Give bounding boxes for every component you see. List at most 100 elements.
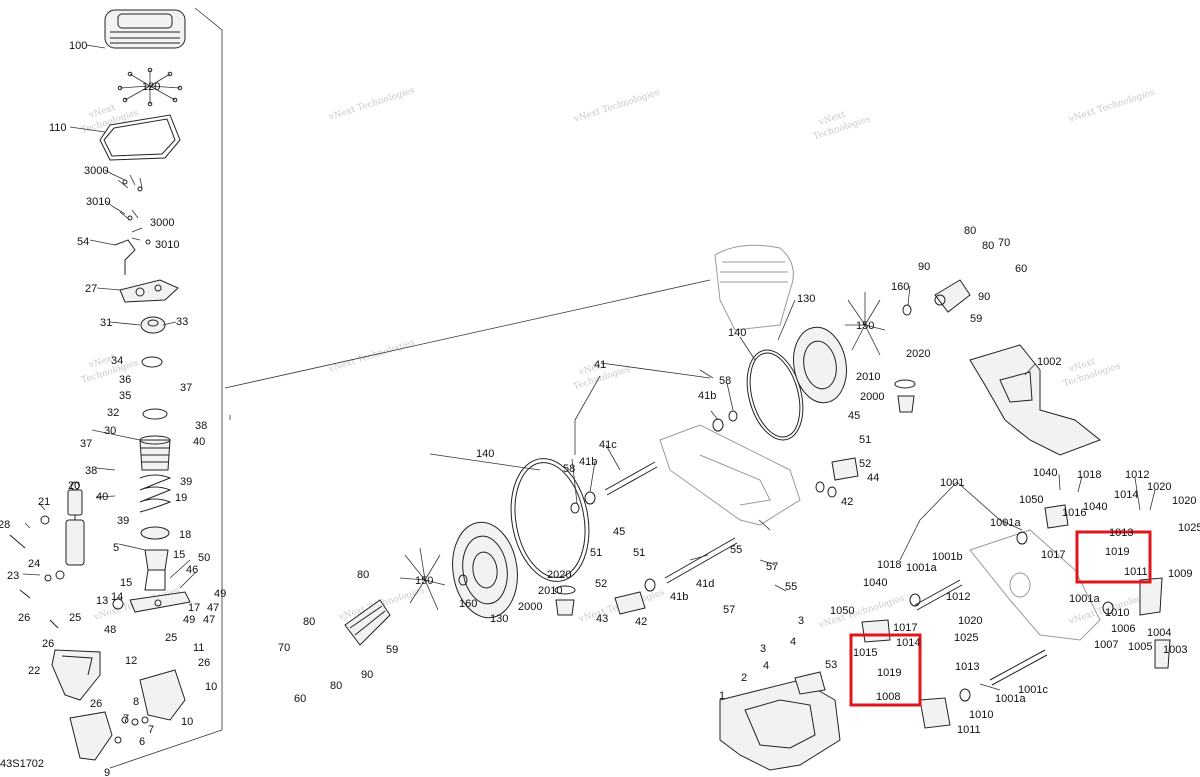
part-seal-2010a	[554, 585, 576, 616]
callout: 1005	[1128, 641, 1152, 653]
callout: 10	[205, 681, 217, 693]
callout: 21	[38, 496, 50, 508]
callout: 90	[361, 669, 373, 681]
callout: 57	[766, 561, 778, 573]
callout: 5	[113, 542, 119, 554]
part-gasket	[99, 114, 181, 161]
callout: 1013	[955, 661, 979, 673]
callout: 13	[96, 595, 108, 607]
callout: 1002	[1037, 356, 1061, 368]
part-seal-2010b	[894, 379, 916, 413]
callout: 1025	[954, 632, 978, 644]
part-small-fasteners	[9, 515, 65, 629]
callout: 2000	[860, 391, 884, 403]
part-cover-130b	[793, 326, 847, 404]
callout: 1003	[1163, 644, 1187, 656]
callout: 58	[563, 463, 575, 475]
part-spring-cup	[139, 435, 171, 471]
callout: 1025	[1178, 522, 1200, 534]
part-spring-bracket	[114, 239, 136, 275]
watermark: vNext Technologies	[80, 103, 140, 136]
part-coil-spring	[139, 474, 172, 513]
part-cover-130a	[452, 521, 518, 619]
callout: 1009	[1168, 568, 1192, 580]
callout: 1050	[1019, 494, 1043, 506]
group-boundary-lines	[109, 7, 711, 769]
part-bolts-set	[111, 173, 151, 245]
callout: 110	[49, 122, 67, 134]
callout: 38	[85, 465, 97, 477]
callout: 49	[214, 588, 226, 600]
callout: 1014	[896, 637, 920, 649]
part-shaft-1001b	[914, 579, 963, 611]
part-spring-seat	[140, 526, 170, 540]
callout: 1012	[946, 591, 970, 603]
callout: 1040	[863, 577, 887, 589]
callout: 23	[7, 570, 19, 582]
watermark: vNext Technologies	[1062, 357, 1122, 389]
part-air-cover	[104, 9, 186, 49]
callout: 1007	[1094, 639, 1118, 651]
callout: 52	[595, 578, 607, 590]
callout: 22	[28, 665, 40, 677]
callout: 34	[111, 355, 123, 367]
callout: 4	[790, 636, 796, 648]
callout: 33	[176, 316, 188, 328]
part-frame-1002	[969, 344, 1101, 456]
svg-text:vNext Technologies: vNext Technologies	[327, 338, 416, 376]
callout: 59	[970, 313, 982, 325]
svg-text:vNext Technologies: vNext Technologies	[572, 88, 661, 126]
callout: 24	[28, 558, 40, 570]
callout: 37	[80, 438, 92, 450]
highlight-box-right	[1075, 530, 1152, 584]
callout: 1040	[1083, 501, 1107, 513]
callout: 1014	[1114, 489, 1138, 501]
callout: 46	[186, 564, 198, 576]
callout: 160	[459, 598, 477, 610]
callout: 30	[104, 425, 116, 437]
callout: 1018	[877, 559, 901, 571]
part-lower-bracket	[69, 711, 113, 761]
callout: 1017	[893, 622, 917, 634]
callout: 10	[181, 716, 193, 728]
callout: 41b	[670, 591, 688, 603]
callout: 80	[303, 616, 315, 628]
callout: 53	[825, 659, 837, 671]
callout: 80	[330, 680, 342, 692]
highlight-box-lower	[849, 633, 922, 707]
callout: 59	[386, 644, 398, 656]
callout: 15	[120, 577, 132, 589]
callout: 26	[90, 698, 102, 710]
callout: 140	[476, 448, 494, 460]
part-drive-unit-59b	[934, 279, 971, 313]
callout: 1040	[1033, 467, 1057, 479]
callout: 1016	[1062, 507, 1086, 519]
callout: 1011	[957, 724, 981, 736]
callout: 26	[18, 612, 30, 624]
part-lower-housing	[51, 649, 101, 701]
svg-text:vNext Technologies: vNext Technologies	[1067, 88, 1156, 126]
callout: 1011	[1124, 566, 1148, 578]
callout: 1019	[877, 667, 901, 679]
callout: 41b	[698, 390, 716, 402]
callout: 2010	[538, 585, 562, 597]
callout: 15	[173, 549, 185, 561]
callout: 19	[175, 492, 187, 504]
callout: 1001a	[990, 517, 1021, 529]
callout: 41	[594, 359, 606, 371]
callout: 11	[193, 642, 204, 654]
part-shaft-1001c	[989, 649, 1048, 686]
part-screws-radial	[117, 67, 183, 107]
callout: 39	[180, 476, 192, 488]
callout: 28	[0, 519, 10, 531]
callout: 1001c	[1018, 684, 1048, 696]
callout: 3	[760, 643, 766, 655]
watermark: vNext Technologies	[327, 338, 416, 376]
callout: 3000	[84, 165, 108, 177]
left-stack-parts	[9, 9, 191, 761]
callout: 1001b	[932, 551, 963, 563]
callout: 26	[198, 657, 210, 669]
callout: 1008	[876, 691, 900, 703]
part-frame-bracket-1	[719, 671, 841, 771]
callout: 45	[848, 410, 860, 422]
